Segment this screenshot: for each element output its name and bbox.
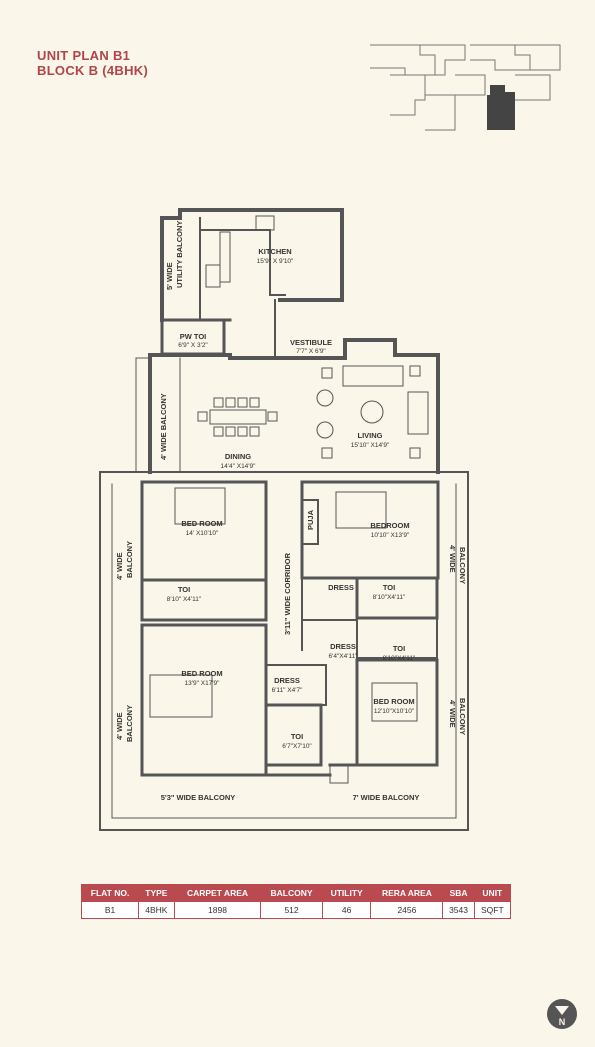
vestibule-dim: 7'7" X 6'9": [296, 348, 326, 355]
balcony-sw-label: 5'3" WIDE BALCONY: [161, 793, 236, 802]
dining-label: DINING: [225, 452, 251, 461]
area-table: FLAT NO. TYPE CARPET AREA BALCONY UTILIT…: [80, 884, 512, 919]
dress-e-dim: 6'4"X4'11": [328, 653, 358, 660]
floor-plan: KITCHEN 15'9" X 9'10" 5' WIDE UTILITY BA…: [99, 208, 469, 831]
bedroom-se-dim: 12'10"X10'10": [374, 708, 415, 715]
bedroom-sw-dim: 13'9" X17'9": [185, 680, 221, 687]
cell-type: 4BHK: [138, 901, 175, 919]
balcony-se-label: 7' WIDE BALCONY: [353, 793, 420, 802]
toi-ne-label: TOI: [383, 583, 395, 592]
key-plan-highlight: [487, 85, 515, 130]
balcony-east-low-label-2: BALCONY: [458, 698, 467, 735]
table-row: B1 4BHK 1898 512 46 2456 3543 SQFT: [80, 901, 512, 919]
col-type: TYPE: [138, 884, 175, 902]
compass-letter: N: [559, 1017, 566, 1027]
toi-s-walls: [264, 703, 323, 767]
toi-s-dim: 6'7"X7'10": [282, 743, 312, 750]
balcony-west-low-label: 4' WIDE: [115, 712, 124, 740]
col-rera-area: RERA AREA: [370, 884, 444, 902]
toi-e-walls: [356, 617, 438, 659]
dining-dim: 14'4" X14'9": [221, 463, 257, 470]
pw-toi-label: PW TOI: [180, 332, 207, 341]
living-dim: 15'10" X14'9": [351, 442, 390, 449]
dress-s-label: DRESS: [274, 676, 300, 685]
dining-table: [209, 409, 267, 425]
toi-e-dim: 8'10"X4'11": [383, 655, 416, 662]
dress-s-dim: 6'11" X4'7": [272, 687, 304, 694]
balcony-east-mid-label: 4' WIDE: [448, 545, 457, 573]
living-label: LIVING: [357, 431, 382, 440]
outer-balcony-frame: [99, 471, 469, 831]
utility-balcony-label: 5' WIDE: [165, 262, 174, 290]
bedroom-sw-label: BED ROOM: [181, 669, 222, 678]
title-line-1: UNIT PLAN B1: [37, 48, 131, 63]
key-plan: [370, 44, 561, 131]
col-carpet-area: CARPET AREA: [173, 884, 262, 902]
col-unit: UNIT: [473, 884, 512, 902]
toi-nw-dim: 8'10" X4'11": [167, 596, 202, 603]
col-sba: SBA: [442, 884, 475, 902]
coffee-table: [360, 400, 384, 424]
cell-rera-area: 2456: [370, 901, 444, 919]
cell-utility: 46: [321, 901, 372, 919]
toi-ne-dim: 8'10"X4'11": [373, 594, 406, 601]
balcony-west-low-label-2: BALCONY: [125, 705, 134, 742]
cell-carpet-area: 1898: [173, 901, 262, 919]
bedroom-se-label: BED ROOM: [373, 697, 414, 706]
dress-e-label: DRESS: [330, 642, 356, 651]
dress-ne-label: DRESS: [328, 583, 354, 592]
bedroom-ne-dim: 10'10" X13'9": [371, 532, 410, 539]
puja-label: PUJA: [306, 509, 315, 530]
cell-balcony: 512: [260, 901, 323, 919]
north-compass-icon: N: [547, 999, 577, 1029]
balcony-west-mid-label: 4' WIDE: [115, 552, 124, 580]
sofa: [342, 365, 404, 387]
unit-plan-title: UNIT PLAN B1 BLOCK B (4BHK): [37, 48, 148, 78]
title-line-2: BLOCK B (4BHK): [37, 63, 149, 78]
bedroom-nw-label: BED ROOM: [181, 519, 222, 528]
bedroom-sw-walls: [140, 623, 268, 777]
bedroom-ne-walls: [300, 480, 440, 580]
cell-unit: SQFT: [473, 901, 512, 919]
kitchen-dim: 15'9" X 9'10": [257, 258, 294, 265]
kitchen-walls: [160, 208, 344, 302]
cell-sba: 3543: [442, 901, 475, 919]
col-flat-no: FLAT NO.: [80, 884, 140, 902]
toi-e-label: TOI: [393, 644, 405, 653]
col-balcony: BALCONY: [260, 884, 323, 902]
toi-s-label: TOI: [291, 732, 303, 741]
bedroom-ne-label: BEDROOM: [370, 521, 409, 530]
balcony-west-top-label: 4' WIDE BALCONY: [159, 393, 168, 460]
col-utility: UTILITY: [321, 884, 372, 902]
dress-s-walls: [265, 664, 327, 706]
toi-nw-label: TOI: [178, 585, 190, 594]
bedroom-nw-dim: 14' X10'10": [186, 530, 219, 537]
cell-flat-no: B1: [80, 901, 140, 919]
living-dining-walls: [148, 338, 440, 474]
puja-walls: [301, 499, 319, 545]
kitchen-label: KITCHEN: [258, 247, 291, 256]
utility-balcony-label-2: UTILITY BALCONY: [175, 221, 184, 288]
balcony-west-mid-label-2: BALCONY: [125, 541, 134, 578]
balcony-east-mid-label-2: BALCONY: [458, 547, 467, 584]
corridor-label: 3'11" WIDE CORRIDOR: [283, 552, 292, 635]
area-table-header-row: FLAT NO. TYPE CARPET AREA BALCONY UTILIT…: [80, 884, 512, 902]
vestibule-label: VESTIBULE: [290, 338, 332, 347]
pw-toi-dim: 6'9" X 3'2": [178, 342, 208, 349]
balcony-east-low-label: 4' WIDE: [448, 700, 457, 728]
toi-nw-walls: [140, 578, 268, 622]
